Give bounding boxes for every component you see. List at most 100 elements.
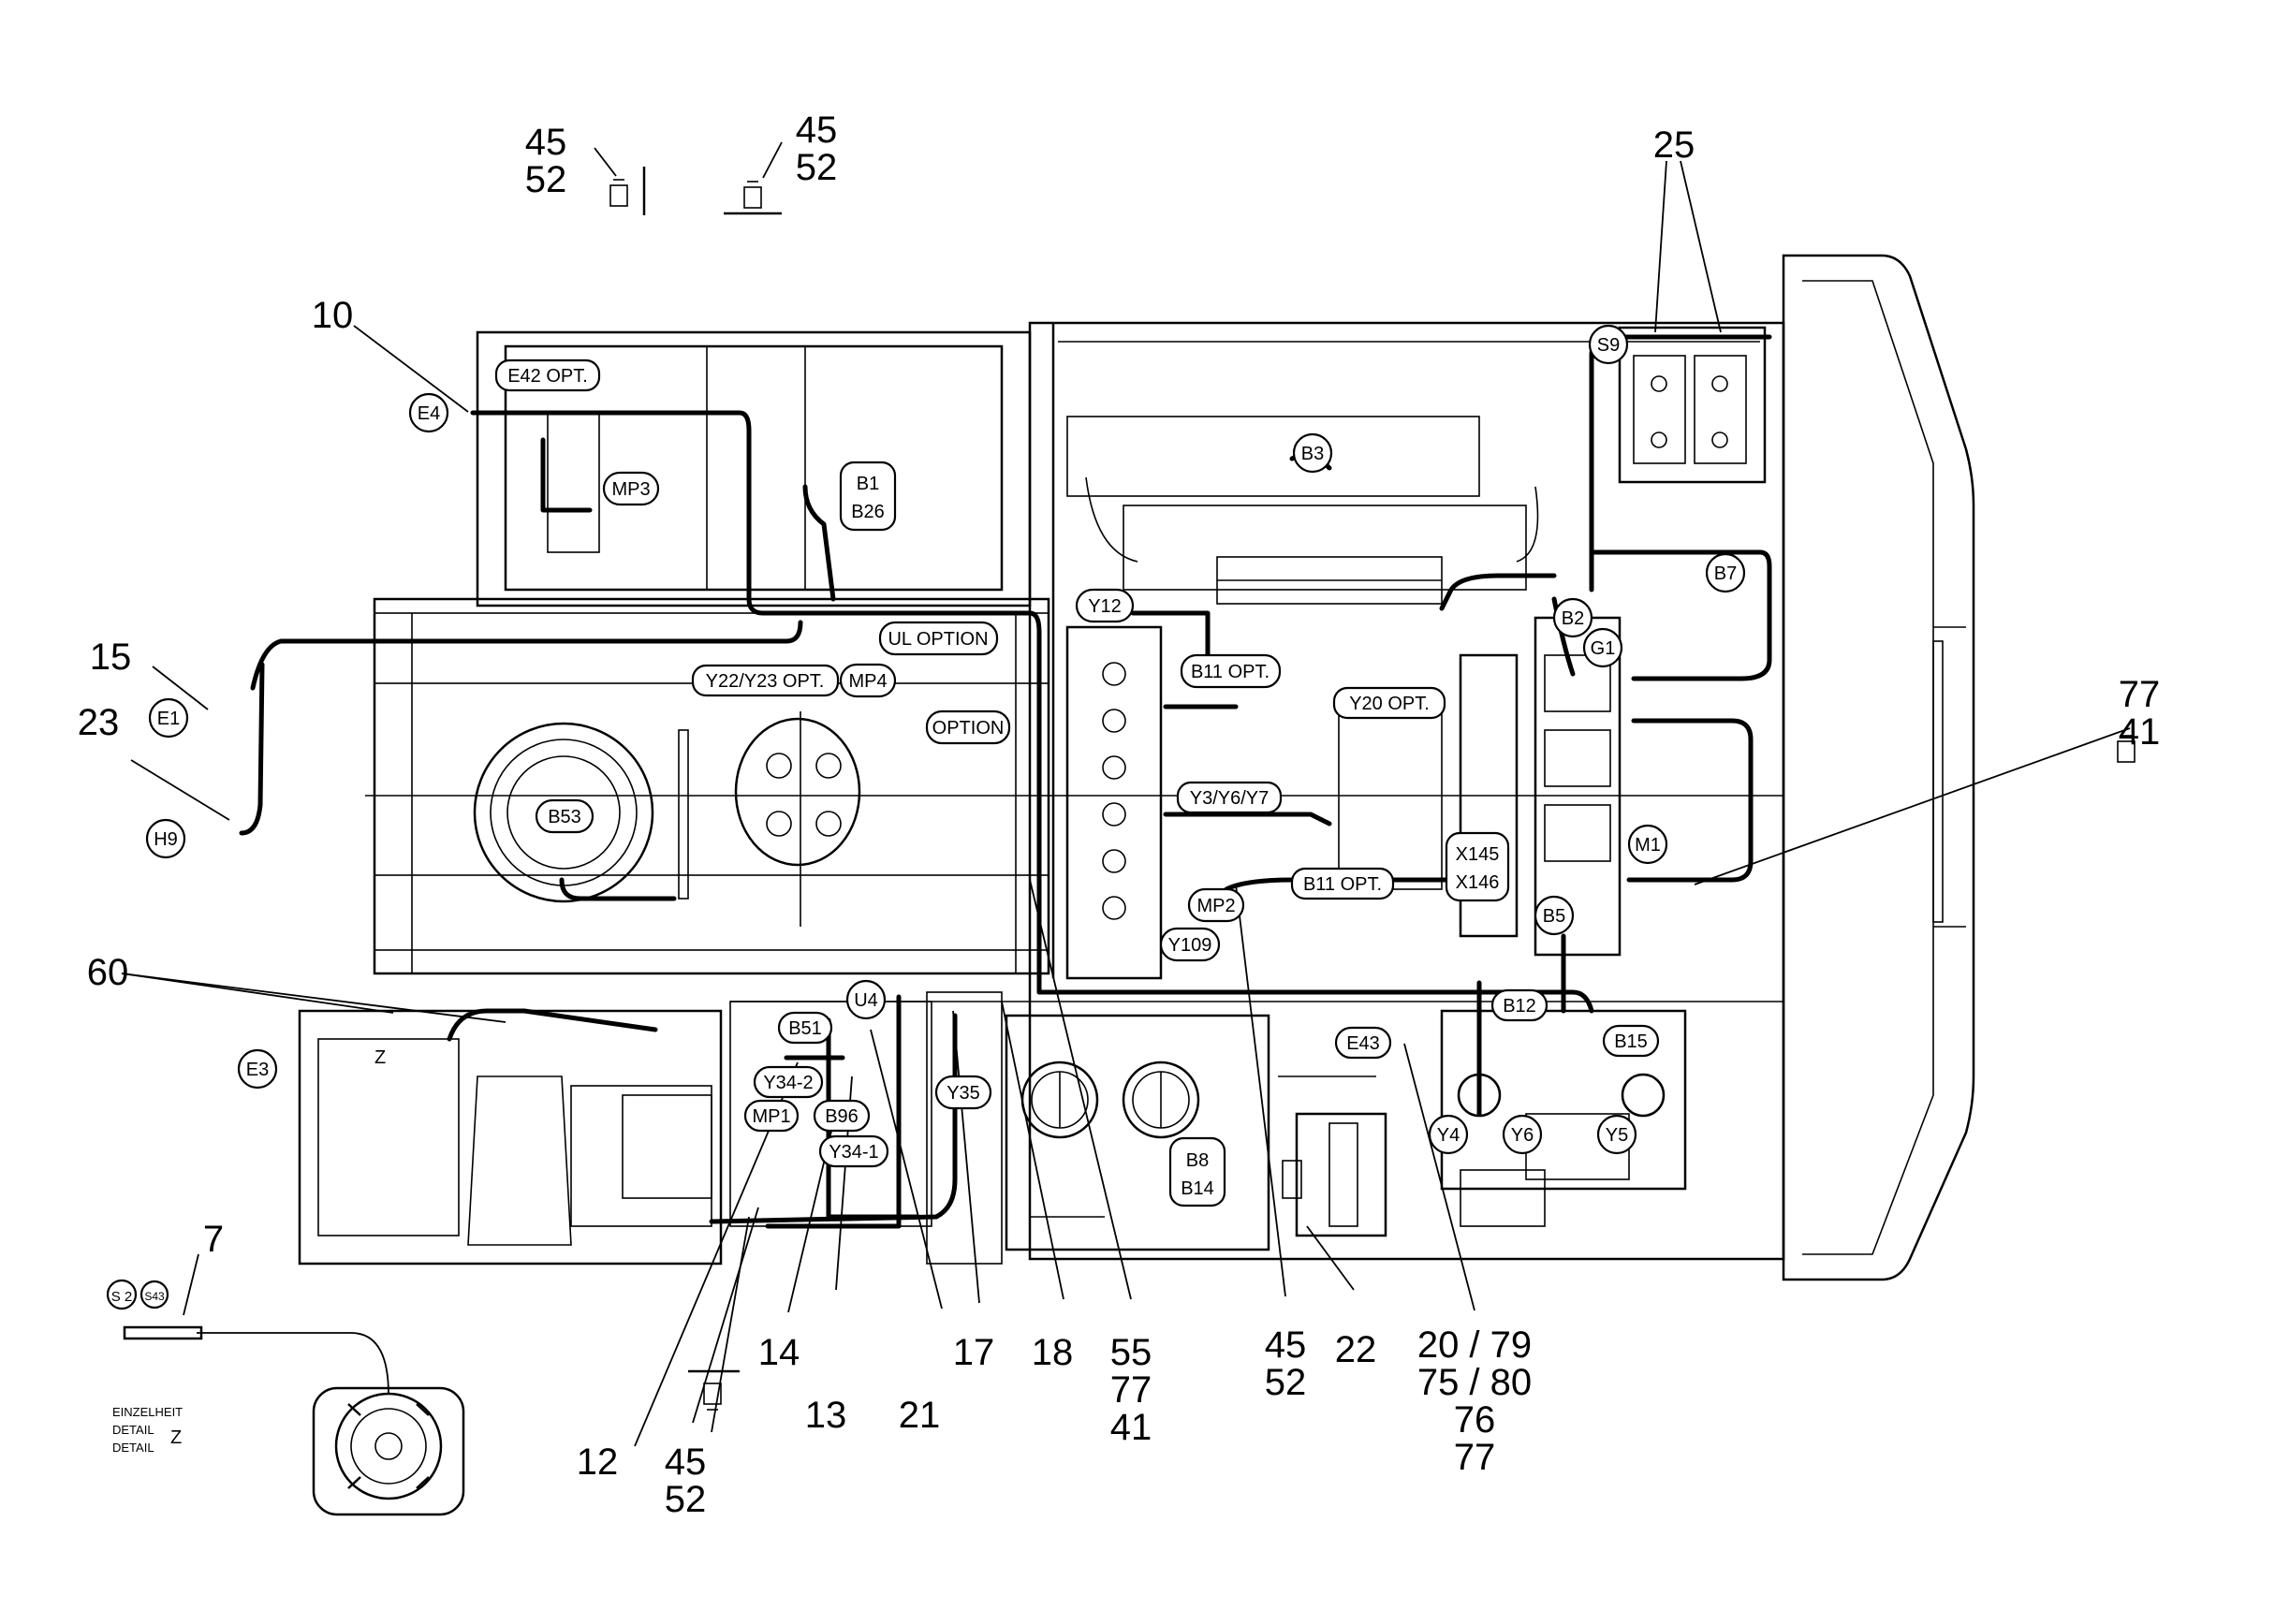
svg-text:B11 OPT.: B11 OPT. [1191,662,1270,682]
svg-text:B26: B26 [851,502,885,522]
svg-text:B1: B1 [857,474,879,494]
callout-line: 15 [90,636,132,678]
svg-text:MP1: MP1 [752,1106,790,1127]
svg-text:B14: B14 [1181,1178,1214,1199]
svg-text:H9: H9 [154,829,178,850]
callout-60: 60 [87,952,129,993]
svg-text:U4: U4 [854,990,878,1011]
counterweight [1782,254,1975,1281]
svg-text:B12: B12 [1503,996,1536,1017]
svg-text:Z: Z [170,1427,182,1448]
callout-line: 45 [665,1441,707,1483]
callout-17: 17 [953,1332,995,1373]
detail-z-view [123,1325,465,1516]
svg-text:Y34-2: Y34-2 [763,1073,813,1093]
circle-tags: E4 MP3 B3 S9 B7 Y12 B2 G1 MP4 E1 H9 B53 … [145,324,1746,1168]
svg-text:B96: B96 [825,1106,859,1127]
callout-line: 52 [1265,1362,1307,1403]
callout-line: 12 [577,1441,619,1483]
tag-b96: B96 [813,1099,871,1133]
svg-text:Y22/Y23 OPT.: Y22/Y23 OPT. [706,671,825,692]
tag-y34-1: Y34-1 [818,1134,889,1168]
tag-ul-option: UL OPTION [878,621,999,656]
callout-line: 25 [1653,124,1695,166]
svg-text:Y3/Y6/Y7: Y3/Y6/Y7 [1190,788,1270,809]
svg-text:Y4: Y4 [1437,1125,1460,1146]
tag-h9: H9 [145,818,186,859]
tag-y4: Y4 [1428,1114,1469,1155]
svg-text:B2: B2 [1562,608,1584,629]
svg-text:S 2: S 2 [111,1289,133,1305]
svg-text:B53: B53 [548,807,581,827]
svg-text:Y5: Y5 [1606,1125,1628,1146]
svg-text:Y6: Y6 [1511,1125,1534,1146]
tag-y20: Y20 OPT. [1332,686,1446,720]
callout-line: 52 [525,159,567,200]
svg-text:X146: X146 [1456,872,1500,893]
tag-e43: E43 [1334,1026,1392,1060]
callout-14: 14 [758,1332,800,1373]
callout-23: 23 [78,702,120,743]
callout-line: 22 [1335,1329,1377,1370]
callout-line: 52 [796,147,838,188]
tag-mp3: MP3 [602,471,660,506]
callout-line: 55 [1110,1332,1152,1373]
tag-y5: Y5 [1596,1114,1637,1155]
ground-symbols [609,167,2136,1411]
callout-line: 41 [2119,711,2161,753]
tag-b53: B53 [535,798,594,834]
callout-line: 10 [312,295,354,336]
svg-text:Z: Z [374,1047,386,1068]
callout-13: 13 [805,1395,847,1436]
tag-m1: M1 [1627,824,1668,865]
svg-text:MP3: MP3 [611,479,650,500]
svg-text:B7: B7 [1714,563,1737,584]
tag-b12: B12 [1490,988,1548,1022]
svg-text:B51: B51 [788,1018,822,1039]
callout-line: 13 [805,1395,847,1436]
svg-text:EINZELHEIT: EINZELHEIT [112,1405,183,1419]
tag-b11-top: B11 OPT. [1180,653,1282,689]
tag-e4: E4 [408,392,449,433]
tag-y3-y6-y7: Y3/Y6/Y7 [1176,781,1283,814]
svg-text:S9: S9 [1597,335,1620,356]
svg-text:M1: M1 [1635,835,1661,856]
tag-s43: S43 [139,1280,169,1309]
svg-text:UL OPTION: UL OPTION [888,629,988,650]
svg-text:E4: E4 [418,403,440,424]
tag-b3: B3 [1292,432,1333,474]
tag-y12: Y12 [1075,588,1135,623]
callout-line: 23 [78,702,120,743]
svg-text:G1: G1 [1591,638,1616,659]
callout-line: 18 [1032,1332,1074,1373]
svg-text:B8: B8 [1186,1150,1209,1171]
tag-e3: E3 [237,1048,278,1090]
callout-line: 60 [87,952,129,993]
callout-15: 15 [90,636,132,678]
callout-line: 52 [665,1479,707,1520]
svg-text:B3: B3 [1301,444,1324,464]
tag-s2: S 2 [106,1279,138,1310]
tag-e42: E42 OPT. [494,358,601,392]
tag-b7: B7 [1705,552,1746,593]
callout-line: 17 [953,1332,995,1373]
tag-mp4: MP4 [839,663,897,698]
callout-line: 77 [1454,1437,1496,1478]
tag-b11-mid: B11 OPT. [1290,867,1395,900]
callout-line: 76 [1454,1399,1496,1441]
callout-25: 25 [1653,124,1695,166]
tag-b51: B51 [777,1011,833,1045]
svg-text:X145: X145 [1456,844,1500,865]
tag-y22-y23: Y22/Y23 OPT. [691,664,840,697]
